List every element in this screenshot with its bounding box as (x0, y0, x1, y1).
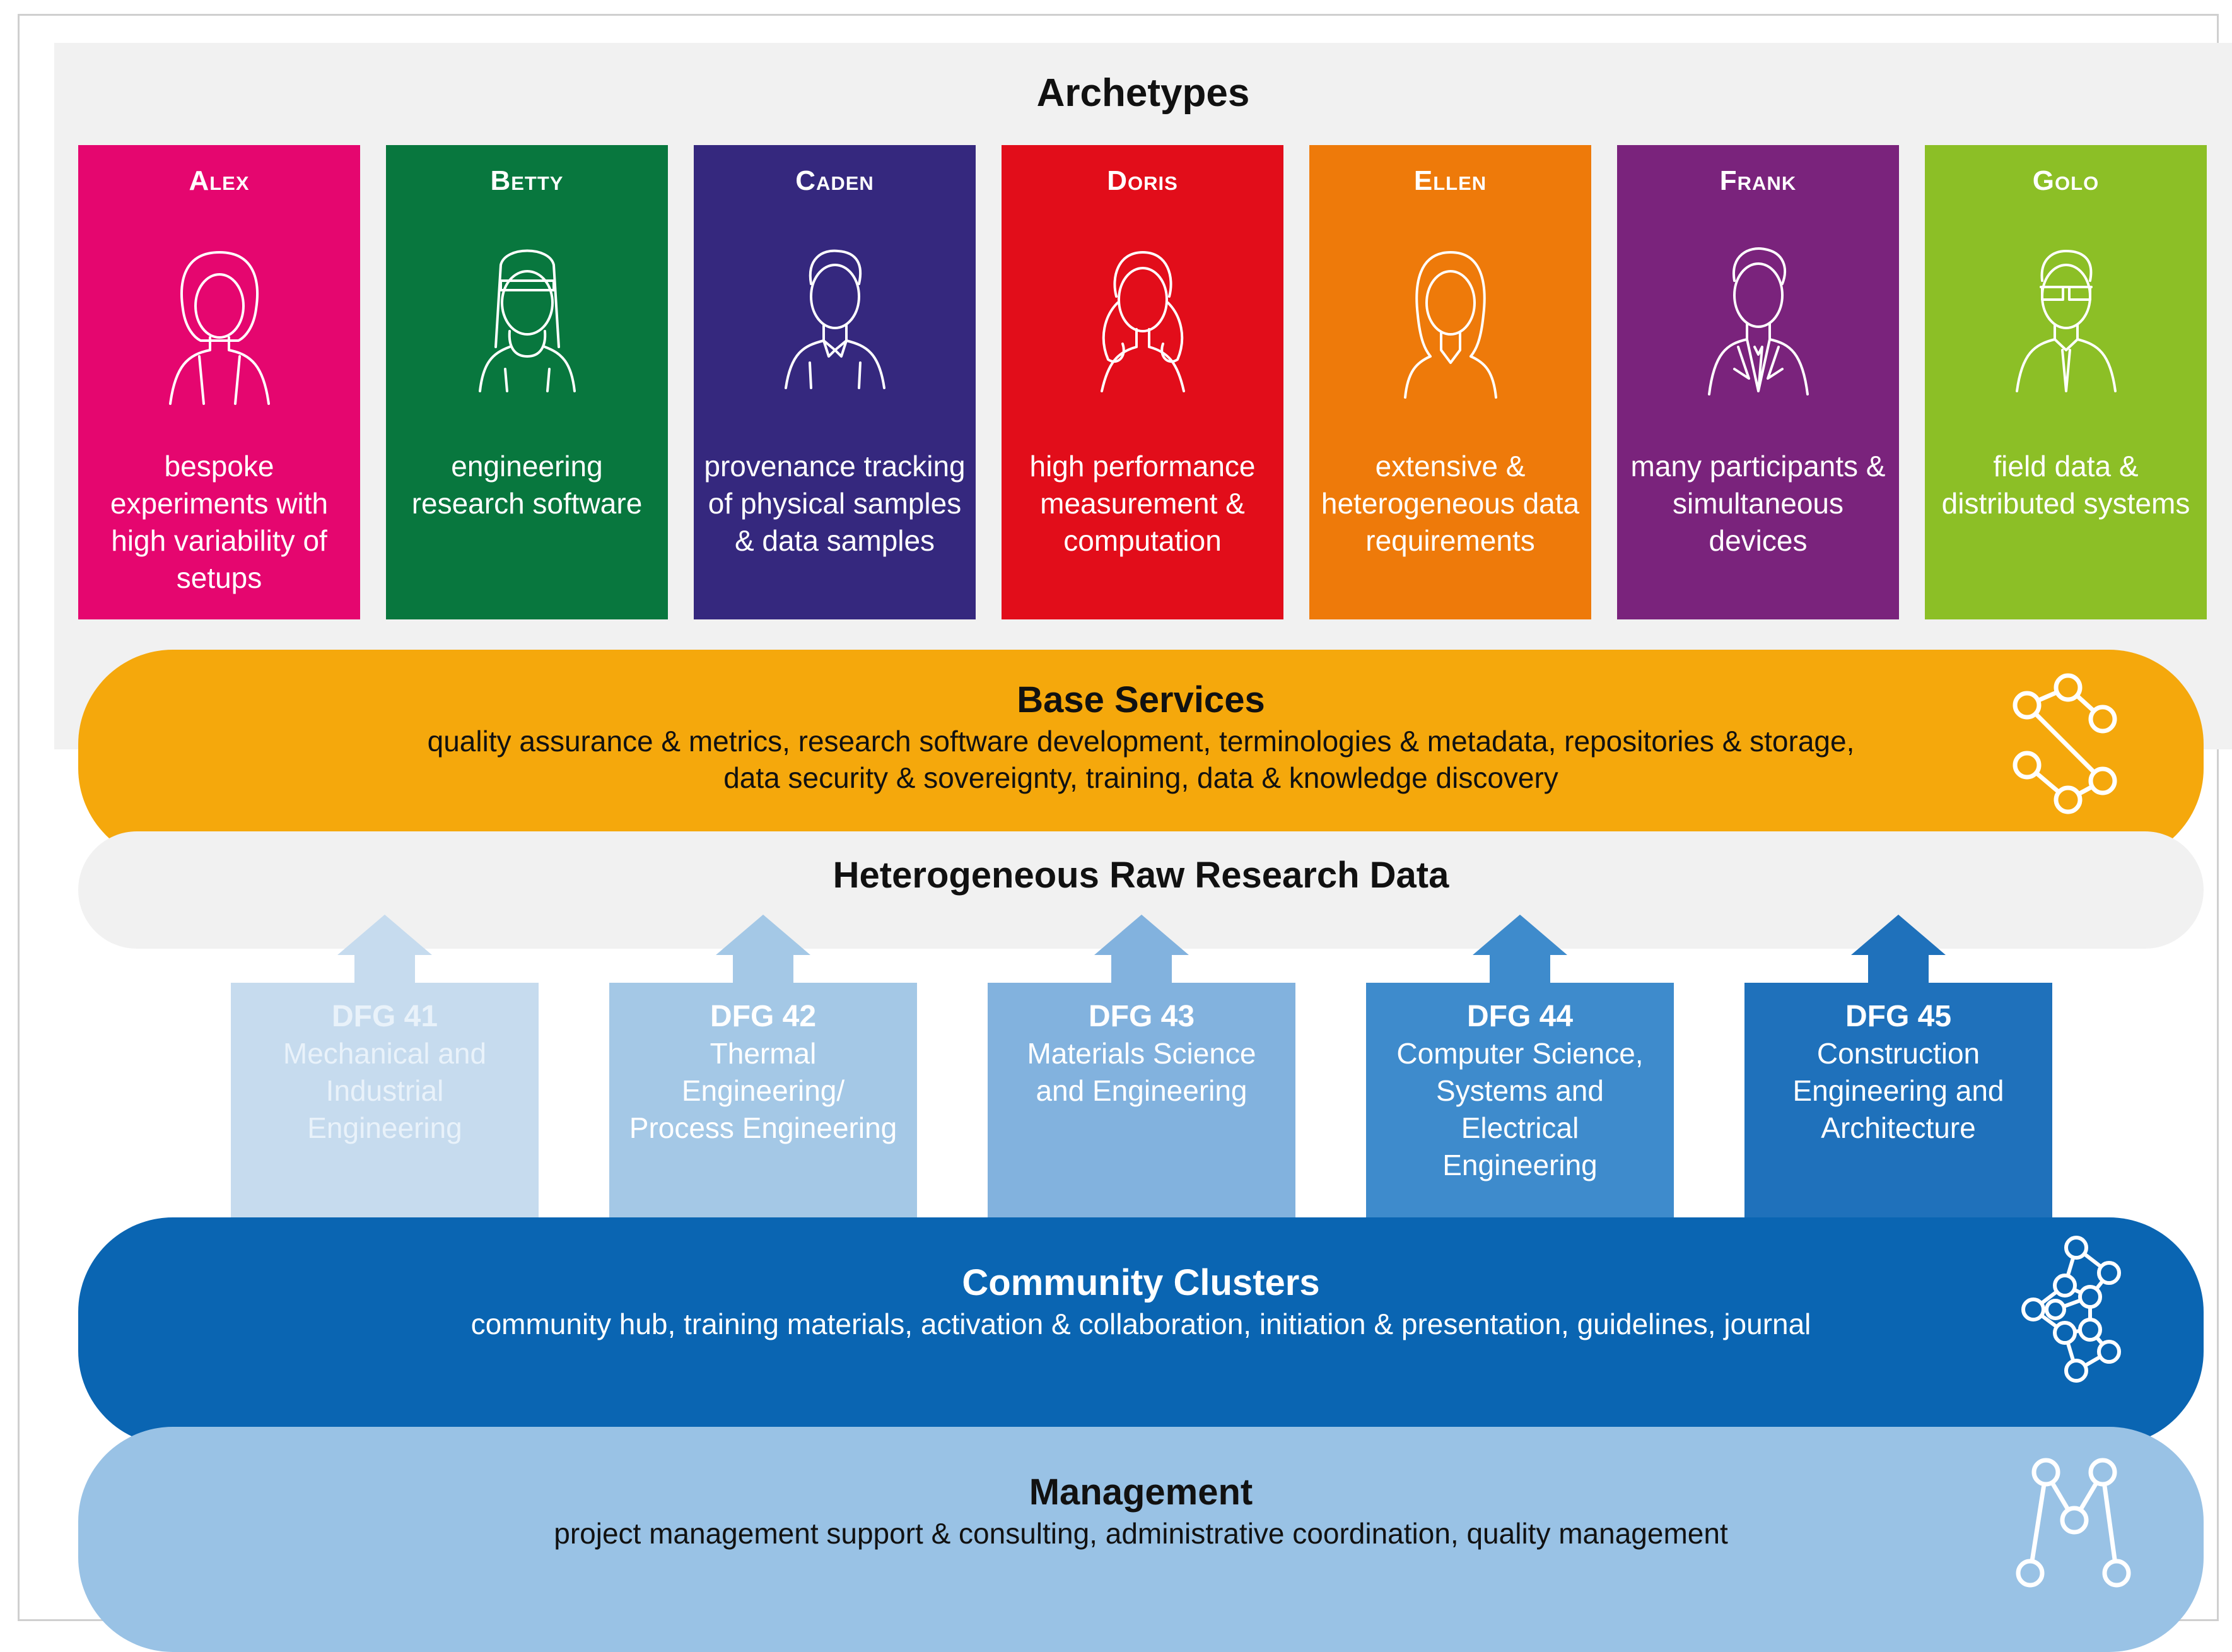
dfg-box: DFG 43 Materials Science and Engineering (988, 983, 1295, 1217)
up-arrow-icon (337, 915, 432, 955)
archetype-description: extensive & heterogeneous data requireme… (1321, 450, 1580, 557)
dfg-label: Thermal Engineering/ Process Engineering (629, 1037, 897, 1144)
archetype-description: engineering research software (411, 450, 643, 520)
network-links-icon (2013, 673, 2117, 814)
base-services-line1: quality assurance & metrics, research so… (427, 725, 1855, 758)
management-title: Management (1029, 1472, 1253, 1513)
archetype-name: Doris (1107, 165, 1178, 196)
archetype-description: many participants & simultaneous devices (1630, 450, 1886, 557)
archetype-name: Caden (795, 165, 874, 196)
man-glasses-tie-icon (2015, 250, 2117, 392)
dfg-box: DFG 41 Mechanical and Industrial Engineer… (231, 983, 539, 1217)
base-services-line2: data security & sovereignty, training, d… (723, 761, 1558, 794)
up-arrow-icon (716, 915, 810, 955)
man-suit-icon (1707, 247, 1809, 395)
archetype-card-caden: Caden provenance tracking of physical sam… (694, 145, 976, 619)
archetype-name: Ellen (1413, 165, 1487, 196)
dfg-column: DFG 43 Materials Science and Engineering (988, 915, 1295, 1217)
up-arrow-icon (1851, 915, 1946, 955)
up-arrow-icon (1094, 915, 1189, 955)
archetype-card-ellen: Ellen extensive & heterogeneous data requ… (1309, 145, 1591, 619)
man-shirt-icon (784, 249, 885, 389)
archetype-description: field data & distributed systems (1941, 450, 2190, 520)
archetype-card-alex: Alex bespoke experiments with high variab… (78, 145, 360, 619)
dfg-column: DFG 45 Construction Engineering and Archi… (1744, 915, 2052, 1217)
community-clusters-band: Community Clusters community hub, traini… (78, 1217, 2204, 1446)
woman-short-hair-icon (168, 251, 270, 405)
dfg-box: DFG 44 Computer Science, Systems and Elec… (1366, 983, 1674, 1217)
dfg-box: DFG 45 Construction Engineering and Archi… (1744, 983, 2052, 1217)
archetype-name: Betty (490, 165, 564, 196)
raw-data-title: Heterogeneous Raw Research Data (833, 855, 1449, 896)
woman-pigtails-icon (1100, 251, 1185, 392)
dfg-code: DFG 43 (1088, 1000, 1195, 1033)
archetype-card-betty: Betty engineering research software (386, 145, 668, 619)
archetype-description: high performance measurement & computati… (1029, 450, 1256, 557)
dfg-column: DFG 42 Thermal Engineering/ Process Engin… (609, 915, 917, 1217)
dfg-code: DFG 41 (331, 1000, 438, 1033)
woman-turtleneck-icon (478, 249, 576, 392)
management-sub: project management support & consulting,… (554, 1517, 1728, 1550)
dfg-code: DFG 42 (710, 1000, 817, 1033)
dfg-column: DFG 41 Mechanical and Industrial Engineer… (231, 915, 539, 1217)
base-services-band: Base Services quality assurance & metric… (78, 650, 2204, 863)
management-band: Management project management support & … (78, 1427, 2204, 1652)
archetype-description: bespoke experiments with high variabilit… (110, 450, 329, 594)
dfg-label: Construction Engineering and Architectur… (1792, 1037, 2004, 1144)
archetype-name: Frank (1719, 165, 1797, 196)
dfg-code: DFG 45 (1845, 1000, 1952, 1033)
dfg-label: Materials Science and Engineering (1027, 1037, 1256, 1107)
archetype-card-golo: Golo field data & distributed systems (1925, 145, 2207, 619)
community-clusters-sub: community hub, training materials, activ… (470, 1308, 1811, 1340)
up-arrow-icon (1473, 915, 1567, 955)
dfg-label: Mechanical and Industrial Engineering (283, 1037, 487, 1144)
archetype-card-frank: Frank many participants & simultaneous de… (1617, 145, 1899, 619)
dfg-column: DFG 44 Computer Science, Systems and Elec… (1366, 915, 1674, 1217)
woman-long-hair-icon (1403, 251, 1497, 399)
base-services-title: Base Services (1017, 679, 1265, 720)
archetype-name: Golo (2032, 165, 2100, 196)
dfg-box: DFG 42 Thermal Engineering/ Process Engin… (609, 983, 917, 1217)
cluster-network-icon (2021, 1236, 2121, 1383)
dfg-code: DFG 44 (1466, 1000, 1574, 1033)
archetype-description: provenance tracking of physical samples … (704, 450, 966, 557)
archetype-card-doris: Doris high performance measurement & comp… (1002, 145, 1283, 619)
m-network-icon (2016, 1458, 2131, 1588)
dfg-label: Computer Science, Systems and Electrical… (1396, 1037, 1644, 1181)
archetype-name: Alex (189, 165, 250, 196)
archetypes-title: Archetypes (1036, 71, 1250, 115)
community-clusters-title: Community Clusters (962, 1262, 1320, 1303)
